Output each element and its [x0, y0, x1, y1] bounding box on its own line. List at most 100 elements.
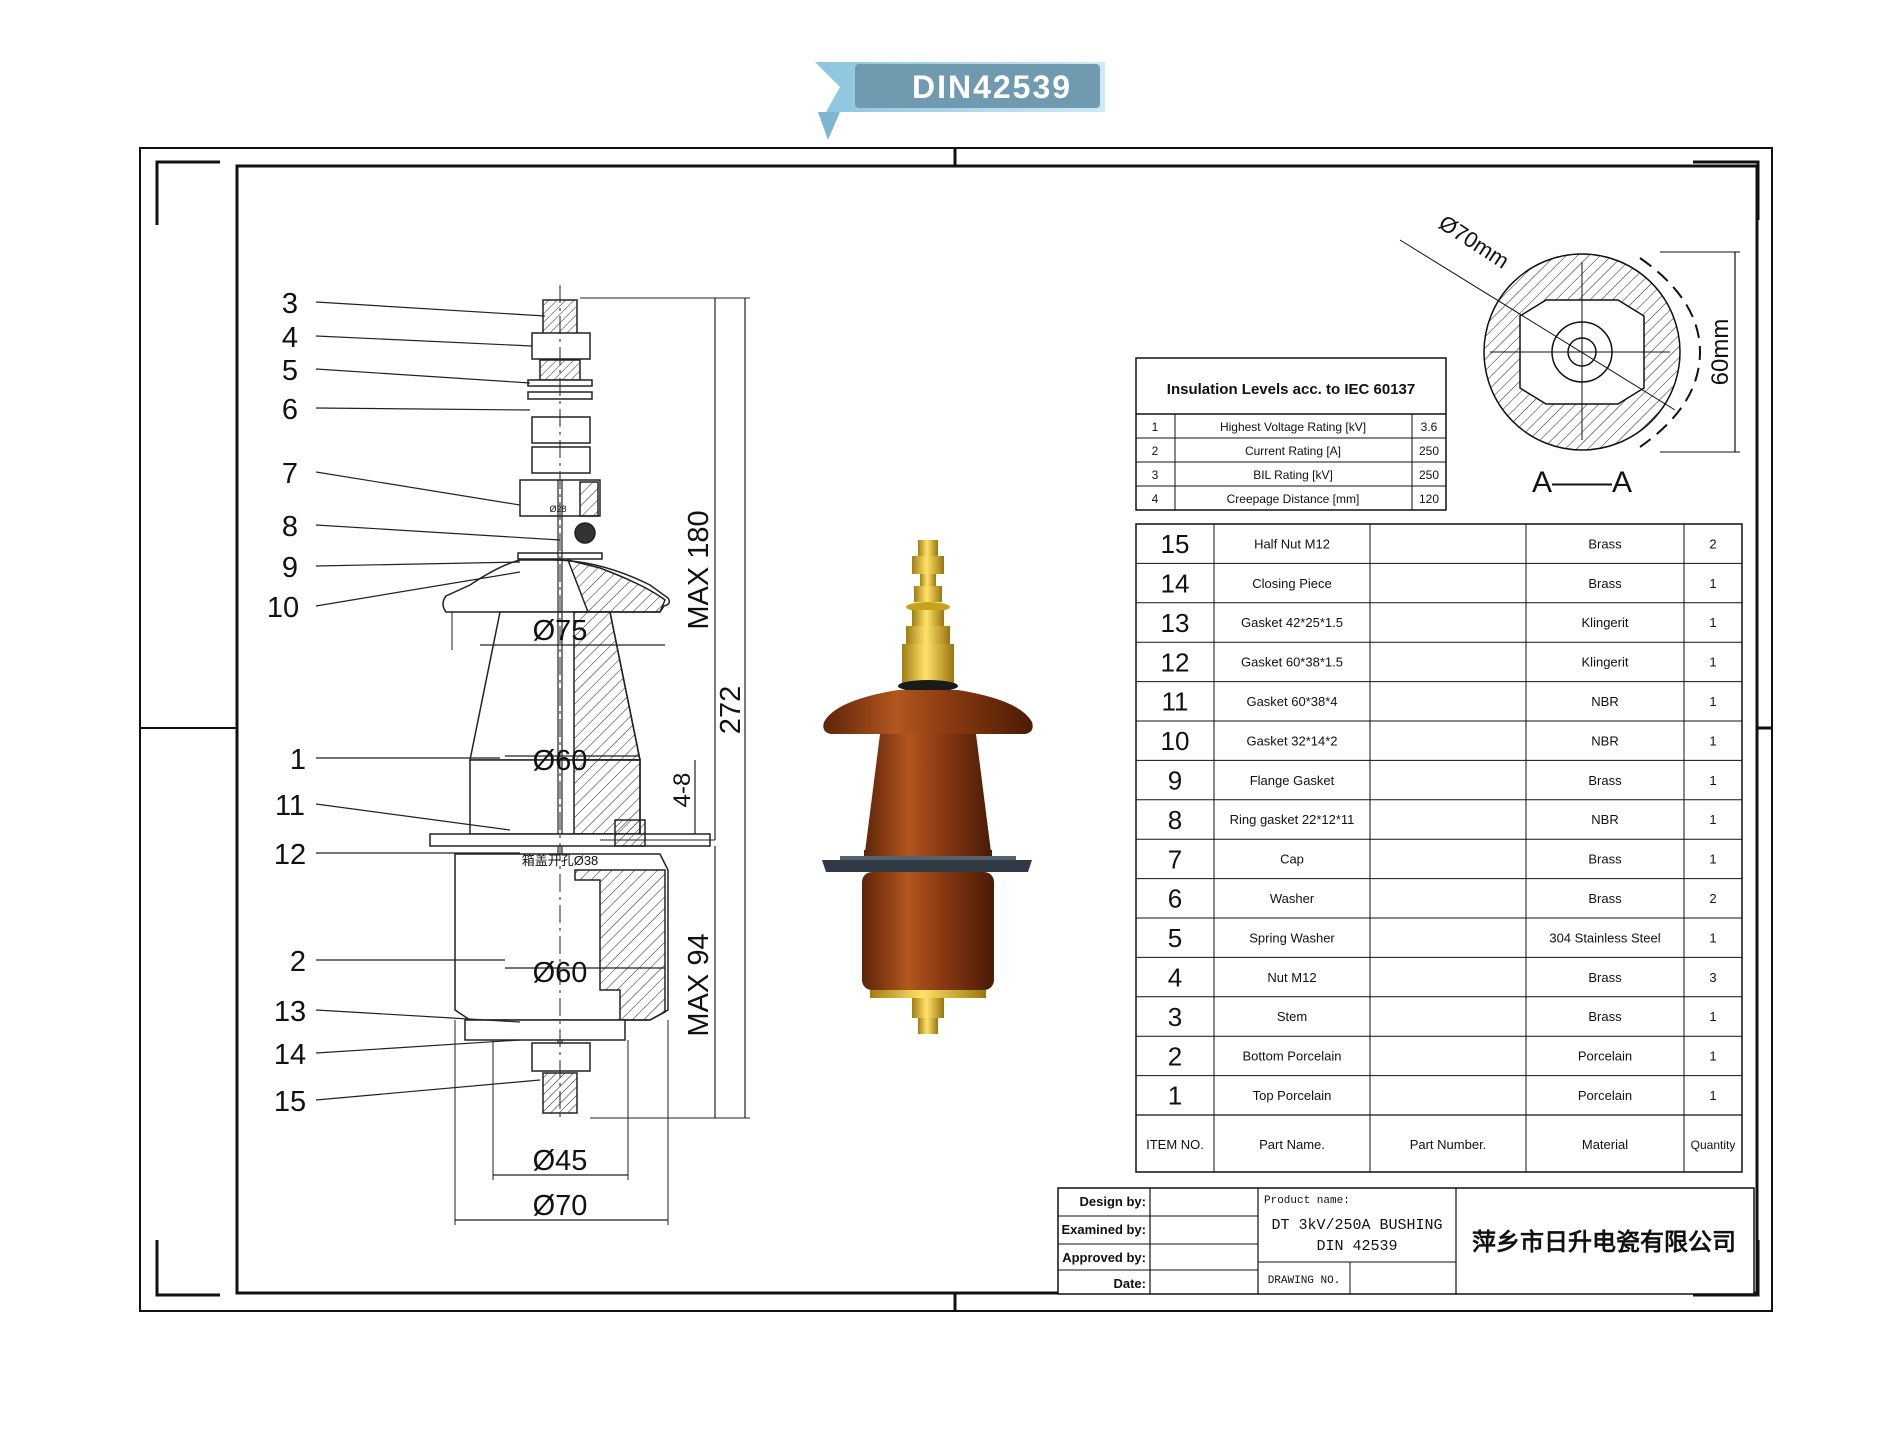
bom-header-number: Part Number.: [1410, 1137, 1487, 1152]
bom-header-item: ITEM NO.: [1146, 1137, 1204, 1152]
section-height-label: 60mm: [1707, 319, 1734, 386]
bom-item-number: 5: [1168, 923, 1182, 953]
insulation-rows: 1 Highest Voltage Rating [kV] 3.6 2 Current …: [1152, 420, 1440, 506]
bom-part-name: Spring Washer: [1249, 930, 1335, 945]
bom-part-name: Stem: [1277, 1009, 1307, 1024]
bom-quantity: 1: [1709, 852, 1716, 867]
product-name-label: Product name:: [1264, 1195, 1350, 1207]
bom-material: Brass: [1588, 970, 1622, 985]
bom-part-name: Gasket 32*14*2: [1246, 733, 1337, 748]
bom-quantity: 2: [1709, 891, 1716, 906]
bom-part-name: Gasket 60*38*4: [1246, 694, 1337, 709]
bom-header-material: Material: [1582, 1137, 1628, 1152]
dim-max-top: MAX 180: [683, 510, 715, 629]
bom-item-number: 15: [1161, 529, 1190, 559]
insulation-row-name: Creepage Distance [mm]: [1227, 492, 1360, 506]
bom-part-name: Cap: [1280, 852, 1304, 867]
callout-number: 6: [282, 394, 298, 426]
date-label: Date:: [1113, 1276, 1146, 1291]
bom-item-number: 6: [1168, 884, 1182, 914]
bom-part-name: Ring gasket 22*12*11: [1230, 812, 1355, 827]
bom-material: Brass: [1588, 536, 1622, 551]
bom-quantity: 2: [1709, 536, 1716, 551]
bom-material: NBR: [1591, 694, 1618, 709]
bom-material: 304 Stainless Steel: [1549, 930, 1660, 945]
callout-number: 2: [290, 946, 306, 978]
section-diameter-label: Ø70mm: [1434, 210, 1513, 274]
bom-item-number: 2: [1168, 1041, 1182, 1071]
dim-bottom-diameter-45: Ø45: [533, 1145, 588, 1177]
banner: DIN42539: [815, 62, 1105, 140]
bom-item-number: 12: [1161, 647, 1190, 677]
bom-quantity: 1: [1709, 812, 1716, 827]
bom-part-name: Gasket 42*25*1.5: [1241, 615, 1343, 630]
callout-number: 13: [274, 996, 306, 1028]
insulation-row-number: 3: [1152, 468, 1159, 482]
bom-quantity: 1: [1709, 1009, 1716, 1024]
bom-quantity: 1: [1709, 655, 1716, 670]
sheet-frame: [139, 147, 1773, 1312]
insulation-row-number: 4: [1152, 492, 1159, 506]
bom-item-number: 8: [1168, 805, 1182, 835]
bom-quantity: 1: [1709, 733, 1716, 748]
bushing-render: [822, 540, 1033, 1034]
callout-number: 12: [274, 839, 306, 871]
cross-section-drawing: Ø28: [315, 285, 750, 1225]
bom-part-name: Washer: [1270, 891, 1315, 906]
bom-material: Porcelain: [1578, 1049, 1632, 1064]
bom-header: ITEM NO. Part Name. Part Number. Materia…: [1146, 1137, 1735, 1152]
bom-item-number: 13: [1161, 608, 1190, 638]
bom-item-number: 7: [1168, 844, 1182, 874]
bom-material: Porcelain: [1578, 1088, 1632, 1103]
bom-item-number: 14: [1161, 568, 1190, 598]
bom-item-number: 9: [1168, 765, 1182, 795]
company-name: 萍乡市日升电瓷有限公司: [1472, 1228, 1736, 1256]
insulation-row-number: 2: [1152, 444, 1159, 458]
callout-number: 15: [274, 1086, 306, 1118]
design-by-label: Design by:: [1080, 1194, 1146, 1209]
dim-top-diameter: Ø75: [533, 615, 588, 647]
insulation-row-name: Current Rating [A]: [1245, 444, 1341, 458]
bom-quantity: 1: [1709, 615, 1716, 630]
bom-quantity: 3: [1709, 970, 1716, 985]
insulation-row-name: Highest Voltage Rating [kV]: [1220, 420, 1366, 434]
section-label: A——A: [1532, 466, 1632, 499]
bom-quantity: 1: [1709, 1049, 1716, 1064]
bom-part-name: Top Porcelain: [1253, 1088, 1332, 1103]
bom-material: NBR: [1591, 812, 1618, 827]
dim-mid-diameter: Ø60: [533, 745, 588, 777]
bom-part-name: Gasket 60*38*1.5: [1241, 655, 1343, 670]
bom-item-number: 10: [1161, 726, 1190, 756]
dim-overall-height: 272: [715, 686, 747, 734]
bom-header-name: Part Name.: [1259, 1137, 1325, 1152]
bom-part-name: Closing Piece: [1252, 576, 1332, 591]
insulation-row-value: 3.6: [1421, 420, 1438, 434]
bom-part-name: Half Nut M12: [1254, 536, 1330, 551]
callout-number: 11: [275, 790, 305, 822]
insulation-row-number: 1: [1152, 420, 1159, 434]
callout-number: 8: [282, 511, 298, 543]
bom-item-number: 3: [1168, 1002, 1182, 1032]
bom-part-name: Bottom Porcelain: [1243, 1049, 1342, 1064]
bom-material: Brass: [1588, 576, 1622, 591]
bom-quantity: 1: [1709, 773, 1716, 788]
hole-note: 箱盖开孔Ø38: [522, 853, 599, 868]
bom-item-number: 4: [1168, 962, 1182, 992]
insulation-row-value: 120: [1419, 492, 1439, 506]
callout-number: 1: [290, 744, 306, 776]
insulation-row-value: 250: [1419, 468, 1439, 482]
product-line-1: DT 3kV/250A BUSHING: [1271, 1217, 1442, 1234]
bom-material: Klingerit: [1582, 615, 1629, 630]
bom-item-number: 1: [1168, 1081, 1182, 1111]
bom-part-name: Flange Gasket: [1250, 773, 1335, 788]
bom-item-number: 11: [1162, 687, 1189, 717]
bom-quantity: 1: [1709, 1088, 1716, 1103]
callout-number: 9: [282, 552, 298, 584]
insulation-title: Insulation Levels acc. to IEC 60137: [1167, 381, 1415, 398]
callout-number: 7: [282, 458, 298, 490]
bom-material: Brass: [1588, 773, 1622, 788]
bom-quantity: 1: [1709, 930, 1716, 945]
